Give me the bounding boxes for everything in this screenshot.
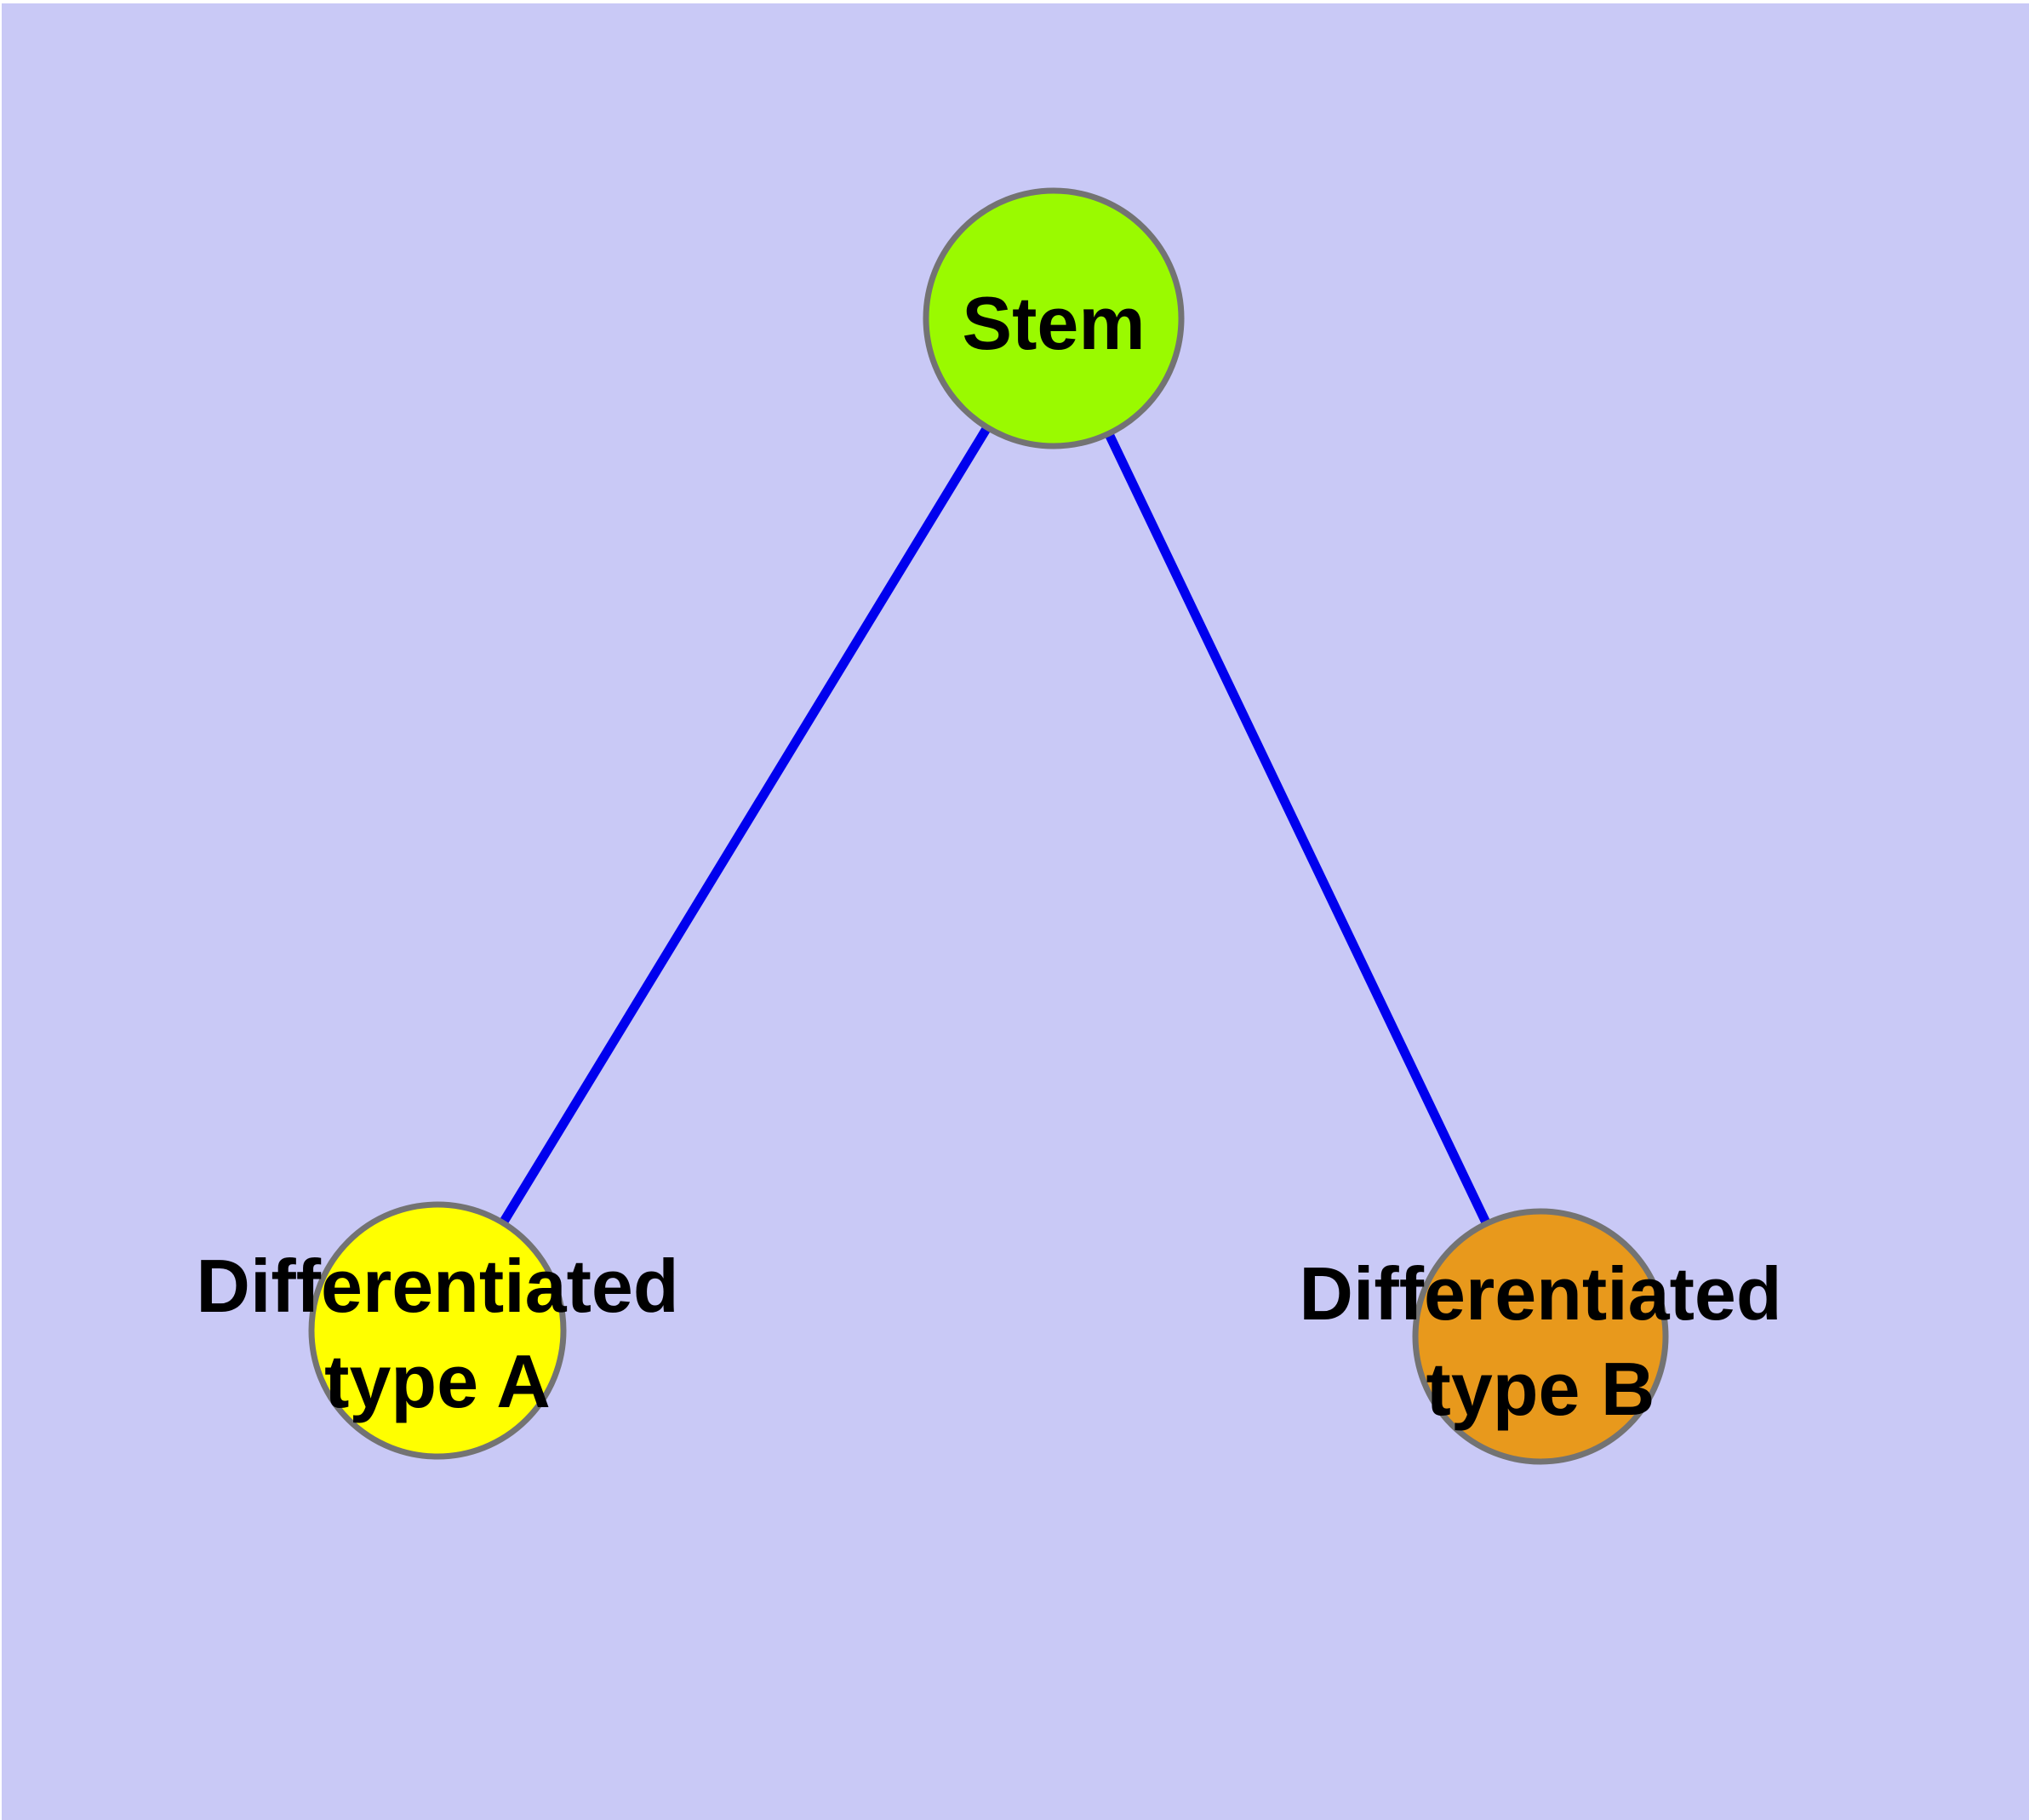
edge-stem-to-type-a [433,316,1058,1333]
graph-figure [2,3,2029,1820]
node-differentiated-type-a [308,1201,567,1460]
node-differentiated-type-b [1412,1208,1669,1465]
edge-stem-to-type-b [1049,316,1545,1339]
node-stem [923,187,1185,449]
diagram-canvas: Stem Differentiated type A Differentiate… [2,3,2029,1820]
